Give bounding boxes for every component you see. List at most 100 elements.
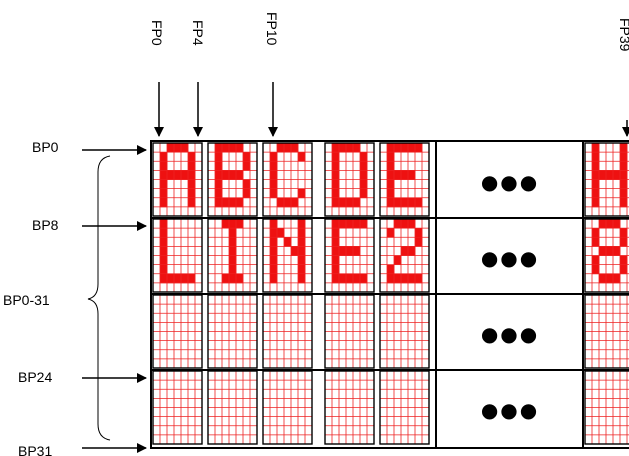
- lit-pixel: [277, 228, 285, 238]
- lit-pixel: [606, 273, 614, 284]
- lit-pixel: [599, 219, 607, 229]
- lit-pixel: [332, 152, 340, 162]
- lit-pixel: [408, 273, 416, 284]
- lit-pixel: [291, 143, 299, 153]
- lit-pixel: [174, 273, 182, 284]
- lit-pixel: [332, 273, 340, 284]
- bp-label-24: BP24: [18, 369, 52, 385]
- lit-pixel: [387, 264, 395, 275]
- lit-pixel: [332, 264, 340, 275]
- lit-pixel: [222, 170, 230, 180]
- lit-pixel: [188, 152, 196, 162]
- lit-pixel: [332, 161, 340, 171]
- lit-pixel: [229, 264, 237, 275]
- lit-pixel: [215, 143, 223, 153]
- lit-pixel: [332, 255, 340, 266]
- lit-pixel: [613, 219, 621, 229]
- lit-pixel: [620, 170, 628, 180]
- lit-pixel: [387, 161, 395, 171]
- lit-pixel: [215, 161, 223, 171]
- lit-pixel: [291, 197, 299, 208]
- lit-pixel: [188, 170, 196, 180]
- lit-pixel: [160, 246, 168, 256]
- lit-pixel: [408, 219, 416, 229]
- lit-pixel: [229, 228, 237, 238]
- lit-pixel: [236, 170, 244, 180]
- lit-pixel: [339, 273, 347, 284]
- lit-pixel: [620, 143, 628, 153]
- lit-pixel: [167, 170, 175, 180]
- lit-pixel: [339, 246, 347, 256]
- lit-pixel: [243, 152, 251, 162]
- lit-pixel: [160, 219, 168, 229]
- lit-pixel: [270, 246, 278, 256]
- lit-pixel: [236, 143, 244, 153]
- lit-pixel: [236, 197, 244, 208]
- lit-pixel: [360, 161, 368, 171]
- bp-label-range: BP0-31: [3, 292, 50, 308]
- lit-pixel: [332, 179, 340, 190]
- fp-label-10: FP10: [264, 12, 280, 46]
- lit-pixel: [360, 219, 368, 229]
- lit-pixel: [415, 197, 423, 208]
- lit-pixel: [401, 273, 409, 284]
- lit-pixel: [339, 143, 347, 153]
- lit-pixel: [160, 188, 168, 199]
- lit-pixel: [236, 219, 244, 229]
- lit-pixel: [592, 161, 600, 171]
- lit-pixel: [592, 152, 600, 162]
- lit-pixel: [236, 273, 244, 284]
- lit-pixel: [332, 197, 340, 208]
- lit-pixel: [188, 161, 196, 171]
- lit-pixel: [332, 237, 340, 247]
- lit-pixel: [160, 264, 168, 275]
- lit-pixel: [408, 170, 416, 180]
- char-cell: [262, 142, 313, 217]
- lit-pixel: [270, 273, 278, 284]
- lit-pixel: [222, 143, 230, 153]
- lit-pixel: [229, 197, 237, 208]
- lit-pixel: [298, 228, 306, 238]
- lit-pixel: [298, 237, 306, 247]
- fp-label-4: FP4: [190, 20, 206, 46]
- lit-pixel: [181, 170, 189, 180]
- lit-pixel: [606, 246, 614, 256]
- lit-pixel: [229, 273, 237, 284]
- lit-pixel: [394, 255, 402, 266]
- lit-pixel: [215, 170, 223, 180]
- lit-pixel: [408, 246, 416, 256]
- lit-pixel: [222, 197, 230, 208]
- ellipsis-row-2: ●●●: [481, 246, 539, 270]
- lit-pixel: [592, 179, 600, 190]
- lit-pixel: [270, 170, 278, 180]
- lit-pixel: [599, 273, 607, 284]
- lit-pixel: [401, 219, 409, 229]
- lit-pixel: [298, 246, 306, 256]
- lit-pixel: [346, 246, 354, 256]
- lit-pixel: [167, 143, 175, 153]
- lit-pixel: [243, 161, 251, 171]
- lit-pixel: [167, 273, 175, 284]
- lit-pixel: [346, 197, 354, 208]
- lit-pixel: [353, 197, 361, 208]
- lit-pixel: [408, 143, 416, 153]
- lit-pixel: [394, 170, 402, 180]
- lit-pixel: [160, 255, 168, 266]
- lit-pixel: [415, 228, 423, 238]
- lit-pixel: [613, 273, 621, 284]
- lit-pixel: [298, 188, 306, 199]
- lit-pixel: [229, 246, 237, 256]
- lit-pixel: [332, 228, 340, 238]
- lit-pixel: [270, 264, 278, 275]
- lit-pixel: [606, 170, 614, 180]
- lit-pixel: [387, 143, 395, 153]
- lit-pixel: [360, 273, 368, 284]
- lit-pixel: [613, 246, 621, 256]
- lit-pixel: [229, 143, 237, 153]
- ellipsis-row-4: ●●●: [481, 398, 539, 422]
- lit-pixel: [620, 237, 628, 247]
- lit-pixel: [387, 273, 395, 284]
- lit-pixel: [298, 219, 306, 229]
- lit-pixel: [215, 152, 223, 162]
